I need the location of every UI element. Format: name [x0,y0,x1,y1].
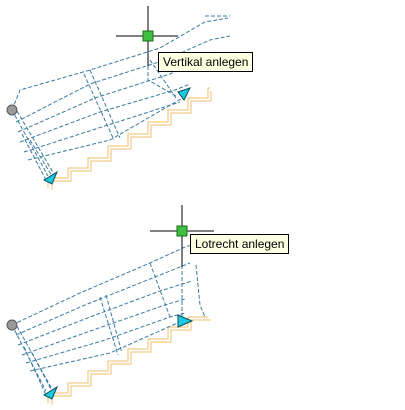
railing-line [29,320,183,372]
railing-line [29,139,53,177]
railing-line [195,264,206,318]
stair-railing-view-perpendicular[interactable] [0,205,405,410]
stair-outline-inner [51,91,212,190]
railing-line [11,17,229,111]
square-grip-icon[interactable] [142,30,154,42]
circle-grip-icon[interactable] [6,104,18,116]
triangle-grip-icon[interactable] [177,87,191,101]
tooltip-vertical: Vertikal anlegen [158,52,254,72]
stair-outline [47,316,211,405]
railing-line [13,105,55,175]
stair-outline [47,87,212,190]
railing-line [21,298,186,356]
triangle-grip-icon[interactable] [177,314,194,328]
stair-outline-outer [47,316,208,403]
railing-lines [11,235,206,396]
railing-line [19,83,191,143]
railing-line [89,69,121,139]
railing-line [99,296,119,356]
railing-line [83,73,115,141]
railing-line [23,101,181,153]
railing-line [15,35,231,123]
railing-line [31,352,53,392]
stair-outline-inner [51,319,211,405]
stair-outline-outer [47,87,210,188]
square-grip-icon[interactable] [176,225,188,237]
railing-line [23,346,47,396]
railing-line [11,109,49,177]
triangle-grip-icon[interactable] [42,385,59,400]
railing-line [11,244,193,326]
circle-grip-icon[interactable] [6,319,18,331]
tooltip-perpendicular: Lotrecht anlegen [190,234,290,254]
railing-line [21,133,47,181]
railing-line [27,95,187,161]
railing-line [105,294,123,354]
railing-line [149,262,171,318]
triangle-grip-icon[interactable] [42,170,59,185]
stair-railing-view-vertical[interactable] [0,0,405,205]
railing-line [149,59,177,99]
railing-line [15,262,191,336]
railing-line [17,280,193,346]
